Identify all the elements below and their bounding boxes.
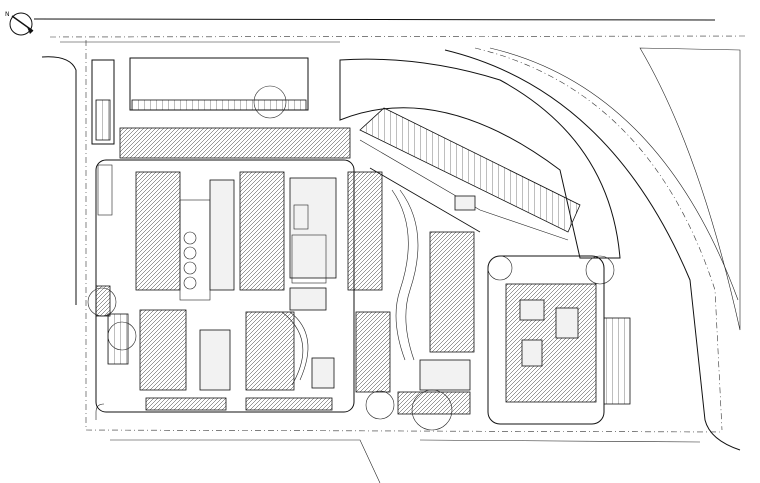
commercial-complex [487, 255, 631, 425]
west-entrance [87, 285, 117, 317]
east-curved-road [339, 47, 741, 451]
north-road [33, 18, 746, 430]
north-parking-lot [91, 57, 309, 145]
diagonal-parking-strip [359, 107, 581, 241]
central-housing-block [239, 171, 337, 411]
north-label: N [5, 11, 10, 18]
east-housing-block [347, 171, 475, 431]
north-arrow: N [5, 11, 34, 36]
south-road [85, 403, 721, 483]
